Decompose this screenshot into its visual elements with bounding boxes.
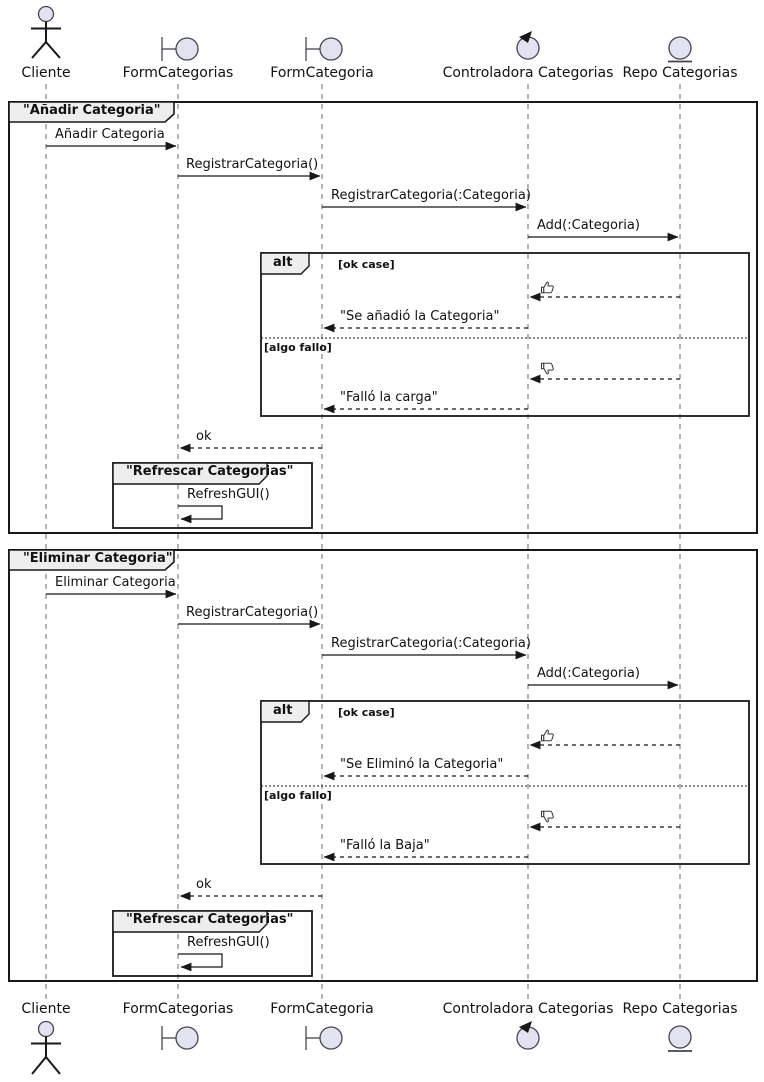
actor-icon [31, 5, 61, 59]
boundary-icon [305, 37, 343, 61]
frame-title-eliminar: "Eliminar Categoria" [23, 551, 173, 566]
alt-operator-tab [260, 252, 310, 275]
participant-label-controladora-top: Controladora Categorias [442, 65, 614, 81]
message-label-add: Add(:Categoria) [537, 666, 640, 681]
frame-title-add: "Añadir Categoria" [23, 103, 161, 118]
alt-guard-fail: [algo fallo] [264, 789, 332, 802]
self-message-arrow [178, 505, 223, 524]
thumbs-down-icon [541, 810, 554, 823]
entity-icon [668, 36, 692, 63]
return-label-ack: ok [196, 429, 212, 444]
message-label-registrar-param: RegistrarCategoria(:Categoria) [331, 188, 531, 203]
thumbs-up-icon [541, 281, 554, 294]
return-label-fail-result: "Falló la carga" [340, 390, 438, 405]
self-message-arrow [178, 953, 223, 972]
boundary-icon [305, 1026, 343, 1050]
frame-eliminar-categoria [8, 549, 758, 982]
message-label-request: Añadir Categoria [55, 127, 165, 142]
return-label-ok-result: "Se añadió la Categoria" [340, 309, 500, 324]
alt-operator-label: alt [273, 255, 293, 270]
entity-icon [668, 1025, 692, 1052]
boundary-icon [161, 1026, 199, 1050]
frame-add-categoria [8, 101, 758, 534]
actor-icon [31, 1020, 61, 1075]
alt-operator-tab [260, 700, 310, 723]
message-label-refreshgui: RefreshGUI() [187, 487, 270, 502]
alt-operator-label: alt [273, 703, 293, 718]
control-icon [516, 1021, 540, 1050]
alt-guard-ok: [ok case] [338, 706, 395, 719]
return-label-fail-result: "Falló la Baja" [340, 838, 430, 853]
message-label-refreshgui: RefreshGUI() [187, 935, 270, 950]
message-label-registrar: RegistrarCategoria() [186, 605, 319, 620]
participant-label-cliente-bottom: Cliente [21, 1001, 71, 1017]
message-label-registrar-param: RegistrarCategoria(:Categoria) [331, 636, 531, 651]
participant-label-repo-top: Repo Categorias [622, 65, 738, 81]
refresh-frame-title: "Refrescar Categorias" [126, 464, 294, 479]
message-label-request: Eliminar Categoria [55, 575, 176, 590]
return-label-ok-result: "Se Eliminó la Categoria" [340, 757, 504, 772]
alt-guard-ok: [ok case] [338, 258, 395, 271]
refresh-frame-title: "Refrescar Categorias" [126, 912, 294, 927]
refresh-frame-tab [112, 462, 268, 485]
alt-guard-fail: [algo fallo] [264, 341, 332, 354]
alt-fragment [260, 252, 750, 417]
message-arrows [46, 141, 680, 972]
participant-label-formcategoria-top: FormCategoria [270, 65, 374, 81]
participant-label-formcategoria-bottom: FormCategoria [270, 1001, 374, 1017]
alt-fragment [260, 700, 750, 865]
message-label-add: Add(:Categoria) [537, 218, 640, 233]
return-label-ack: ok [196, 877, 212, 892]
participant-label-repo-bottom: Repo Categorias [622, 1001, 738, 1017]
participant-label-controladora-bottom: Controladora Categorias [442, 1001, 614, 1017]
thumbs-down-icon [541, 362, 554, 375]
participant-label-formcategorias-bottom: FormCategorias [122, 1001, 234, 1017]
boundary-icon [161, 37, 199, 61]
participant-label-formcategorias-top: FormCategorias [122, 65, 234, 81]
thumbs-up-icon [541, 729, 554, 742]
refresh-frame-tab [112, 910, 268, 933]
participant-label-cliente-top: Cliente [21, 65, 71, 81]
control-icon [516, 31, 540, 60]
message-label-registrar: RegistrarCategoria() [186, 157, 319, 172]
